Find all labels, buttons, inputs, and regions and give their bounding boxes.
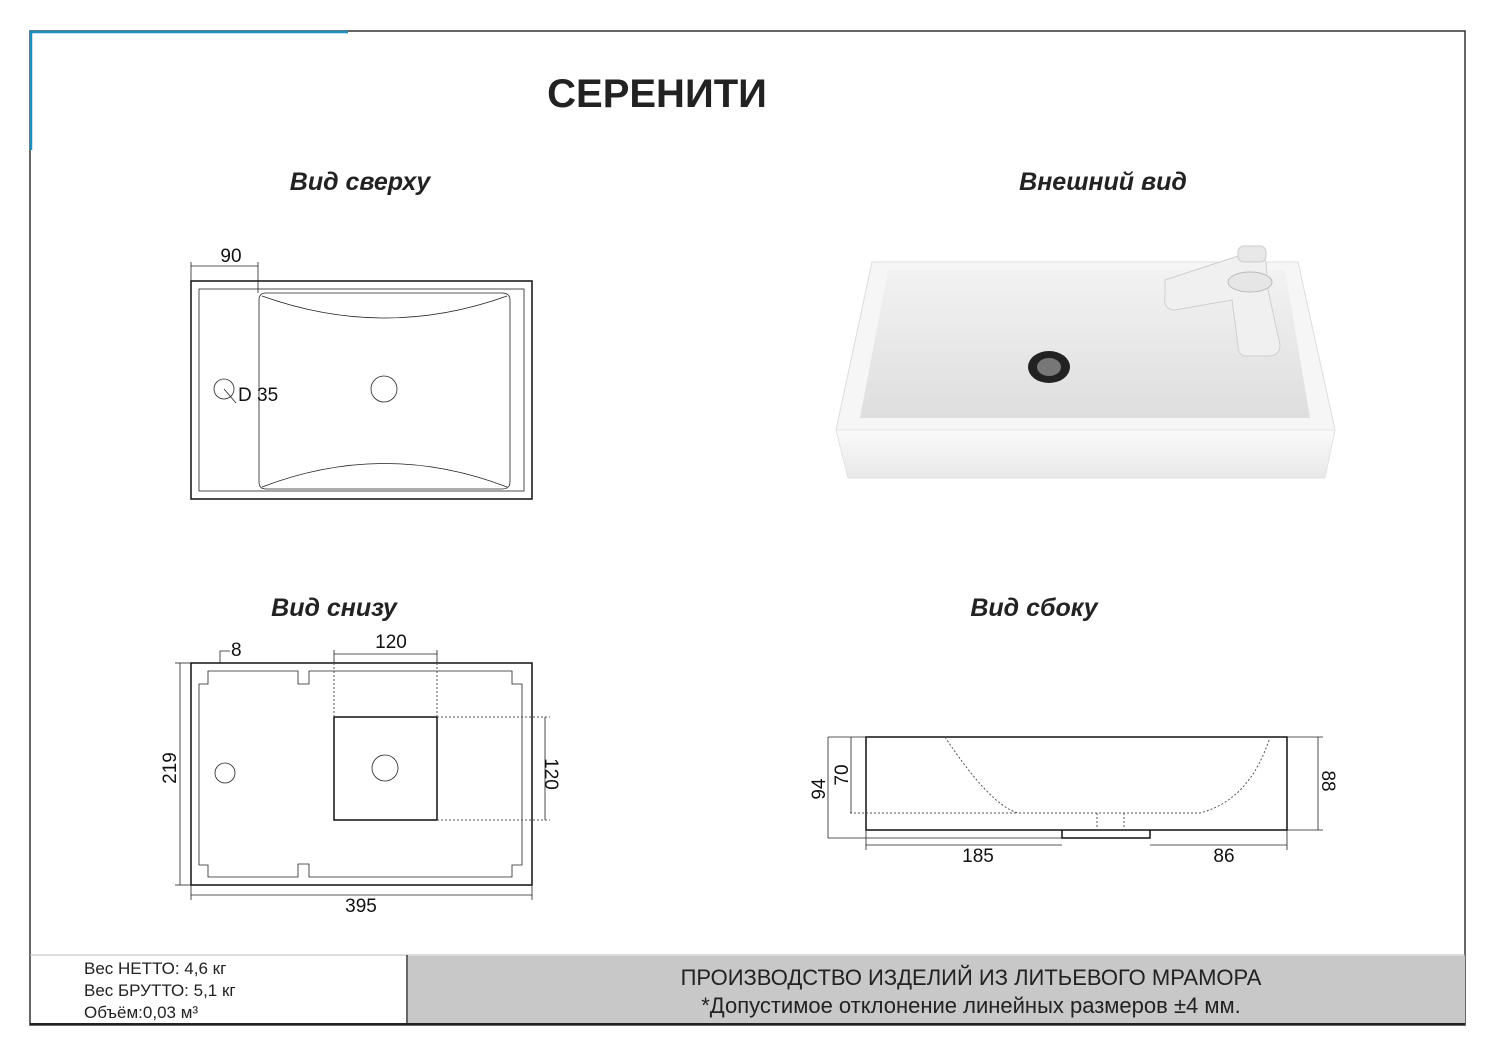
dim-hole-d35: D 35: [238, 385, 278, 406]
dim-total-height: 94: [809, 778, 830, 800]
sink-render-image: [835, 245, 1336, 479]
dim-plate-height: 120: [540, 758, 561, 790]
dim-right-height: 88: [1317, 770, 1338, 791]
side-view-heading: Вид сбоку: [970, 594, 1098, 622]
net-weight: Вес НЕТТО: 4,6 кг: [84, 959, 226, 978]
dim-edge-8: 8: [231, 640, 242, 661]
exterior-view-heading: Внешний вид: [1019, 168, 1187, 196]
dim-right-offset: 86: [1213, 846, 1234, 867]
page-title: СЕРЕНИТИ: [547, 72, 767, 116]
top-view-heading: Вид сверху: [290, 168, 432, 196]
dim-offset-90: 90: [220, 246, 241, 267]
side-view-drawing: 94 70 88 185 86: [809, 736, 1338, 867]
gross-weight: Вес БРУТТО: 5,1 кг: [84, 981, 236, 1000]
dim-width-395: 395: [345, 896, 377, 917]
accent-corner: [29, 30, 348, 150]
dim-plate-width: 120: [375, 632, 407, 653]
volume: Объём:0,03 м³: [84, 1003, 198, 1022]
dim-height-219: 219: [160, 752, 181, 784]
footer-title-block: Вес НЕТТО: 4,6 кг Вес БРУТТО: 5,1 кг Объ…: [30, 954, 1465, 1025]
production-note: ПРОИЗВОДСТВО ИЗДЕЛИЙ ИЗ ЛИТЬЕВОГО МРАМОР…: [681, 965, 1262, 990]
sheet-frame: [29, 30, 1466, 1026]
dim-left-offset: 185: [962, 846, 994, 867]
top-view-drawing: 90 D 35: [190, 246, 533, 500]
bottom-view-drawing: 8 120 120 219 395: [160, 632, 561, 917]
dim-bowl-depth: 70: [832, 764, 853, 785]
bottom-view-heading: Вид снизу: [271, 594, 398, 622]
tolerance-note: *Допустимое отклонение линейных размеров…: [701, 993, 1240, 1018]
